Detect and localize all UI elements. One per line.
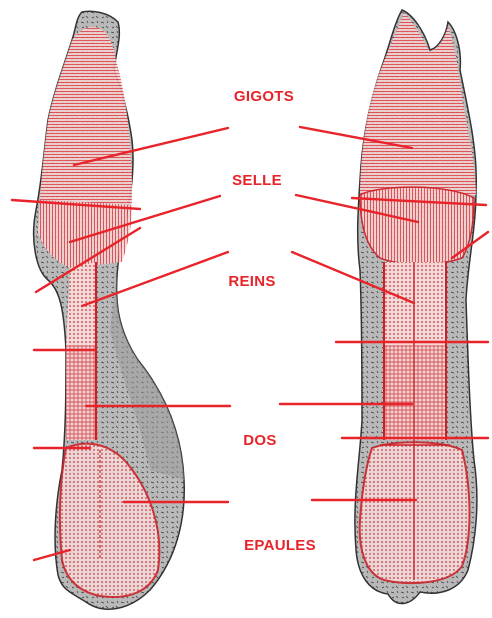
right-dos-cut (384, 345, 446, 440)
left-dos-cut (66, 345, 98, 440)
label-reins: REINS (228, 273, 275, 290)
left-gigot-cut (40, 27, 132, 205)
label-epaules: EPAULES (244, 537, 316, 554)
right-carcass (355, 10, 477, 604)
right-gigot-cut (360, 12, 476, 195)
left-carcass (34, 11, 185, 609)
label-dos: DOS (243, 432, 276, 449)
label-gigots: GIGOTS (234, 88, 294, 105)
label-selle: SELLE (232, 172, 282, 189)
